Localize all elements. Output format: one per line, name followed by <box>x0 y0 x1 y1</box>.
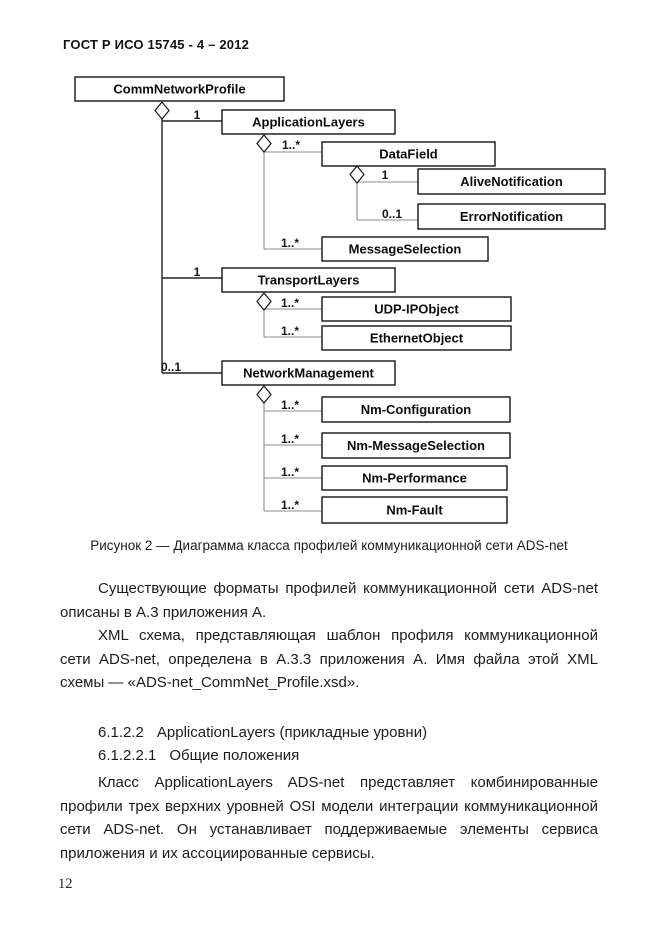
class-box-alivenotification <box>417 168 606 195</box>
class-box-udpipobject <box>321 296 512 322</box>
class-label-nm-fault: Nm-Fault <box>386 503 443 518</box>
multiplicity-transport-layers: 1 <box>194 265 201 279</box>
section-heading-6-1-2-2-1: 6.1.2.2.1 Общие положения <box>98 747 299 764</box>
class-label-networkmanagement: NetworkManagement <box>243 366 374 381</box>
class-box-networkmanagement <box>221 360 396 386</box>
class-label-nm-messageselection: Nm-MessageSelection <box>347 438 485 453</box>
multiplicity-application-layers: 1 <box>194 108 201 122</box>
multiplicity-udp-ip-object: 1..* <box>281 296 299 310</box>
class-nm-fault: Nm-Fault <box>321 496 508 524</box>
class-label-udpipobject: UDP-IPObject <box>374 302 459 317</box>
aggregation-diamond-application-layers <box>256 134 272 153</box>
class-alivenotification: AliveNotification <box>417 168 606 195</box>
class-applicationlayers: ApplicationLayers <box>221 109 396 135</box>
class-box-datafield <box>321 141 496 167</box>
class-box-nm-configuration <box>321 396 511 423</box>
class-label-datafield: DataField <box>379 147 438 162</box>
aggregation-diamond-data-field <box>349 165 365 184</box>
section-heading-6-1-2-2: 6.1.2.2 ApplicationLayers (прикладные уро… <box>98 724 427 741</box>
aggregation-diamond-transport-layers <box>256 292 272 311</box>
class-nm-messageselection: Nm-MessageSelection <box>321 432 511 459</box>
multiplicity-nm-performance: 1..* <box>281 465 299 479</box>
class-box-messageselection <box>321 236 489 262</box>
uml-class-diagram: 1 1..* 1 0..1 1..* 1 1..* 1..* 0..1 1..*… <box>74 76 606 524</box>
class-box-errornotification <box>417 203 606 230</box>
multiplicity-nm-message-selection: 1..* <box>281 432 299 446</box>
paragraph-class-description: Класс ApplicationLayers ADS-net представ… <box>60 774 598 862</box>
multiplicity-data-field: 1..* <box>282 138 300 152</box>
class-nm-configuration: Nm-Configuration <box>321 396 511 423</box>
class-box-transportlayers <box>221 267 396 293</box>
class-datafield: DataField <box>321 141 496 167</box>
class-box-applicationlayers <box>221 109 396 135</box>
class-label-errornotification: ErrorNotification <box>460 209 563 224</box>
aggregation-diamond-network-management <box>256 385 272 404</box>
class-label-applicationlayers: ApplicationLayers <box>252 115 365 130</box>
class-label-nm-performance: Nm-Performance <box>362 471 467 486</box>
connector-lines <box>161 119 418 512</box>
class-errornotification: ErrorNotification <box>417 203 606 230</box>
multiplicity-nm-fault: 1..* <box>281 498 299 512</box>
class-label-commnetworkprofile: CommNetworkProfile <box>113 82 245 97</box>
class-udpipobject: UDP-IPObject <box>321 296 512 322</box>
class-networkmanagement: NetworkManagement <box>221 360 396 386</box>
class-box-nm-messageselection <box>321 432 511 459</box>
class-commnetworkprofile: CommNetworkProfile <box>74 76 285 102</box>
class-label-nm-configuration: Nm-Configuration <box>361 402 472 417</box>
class-label-messageselection: MessageSelection <box>349 242 462 257</box>
class-nm-performance: Nm-Performance <box>321 465 508 491</box>
class-box-nm-fault <box>321 496 508 524</box>
class-messageselection: MessageSelection <box>321 236 489 262</box>
multiplicity-alive-notification: 1 <box>382 168 389 182</box>
class-box-nm-performance <box>321 465 508 491</box>
multiplicity-nm-configuration: 1..* <box>281 398 299 412</box>
multiplicity-labels: 1 1..* 1 0..1 1..* 1 1..* 1..* 0..1 1..*… <box>161 108 402 512</box>
multiplicity-ethernet-object: 1..* <box>281 324 299 338</box>
class-ethernetobject: EthernetObject <box>321 325 512 351</box>
document-header: ГОСТ Р ИСО 15745 - 4 – 2012 <box>63 37 250 52</box>
class-box-commnetworkprofile <box>74 76 285 102</box>
aggregation-diamonds <box>154 101 365 404</box>
figure-caption: Рисунок 2 — Диаграмма класса профилей ко… <box>90 538 568 553</box>
class-box-ethernetobject <box>321 325 512 351</box>
section-title: ApplicationLayers (прикладные уровни) <box>156 724 428 741</box>
multiplicity-network-management: 0..1 <box>161 360 181 374</box>
multiplicity-error-notification: 0..1 <box>382 207 402 221</box>
class-transportlayers: TransportLayers <box>221 267 396 293</box>
class-label-ethernetobject: EthernetObject <box>370 331 464 346</box>
aggregation-diamond-root <box>154 101 170 120</box>
class-label-transportlayers: TransportLayers <box>258 273 360 288</box>
class-label-alivenotification: AliveNotification <box>460 174 563 189</box>
paragraph-xml-schema: XML схема, представляющая шаблон профиля… <box>60 627 598 691</box>
page-number: 12 <box>58 876 73 892</box>
section-number: 6.1.2.2.1 <box>98 747 157 764</box>
section-number: 6.1.2.2 <box>98 724 144 741</box>
section-title: Общие положения <box>169 747 300 764</box>
paragraph-formats: Существующие форматы профилей коммуникац… <box>60 580 598 621</box>
multiplicity-message-selection: 1..* <box>281 236 299 250</box>
